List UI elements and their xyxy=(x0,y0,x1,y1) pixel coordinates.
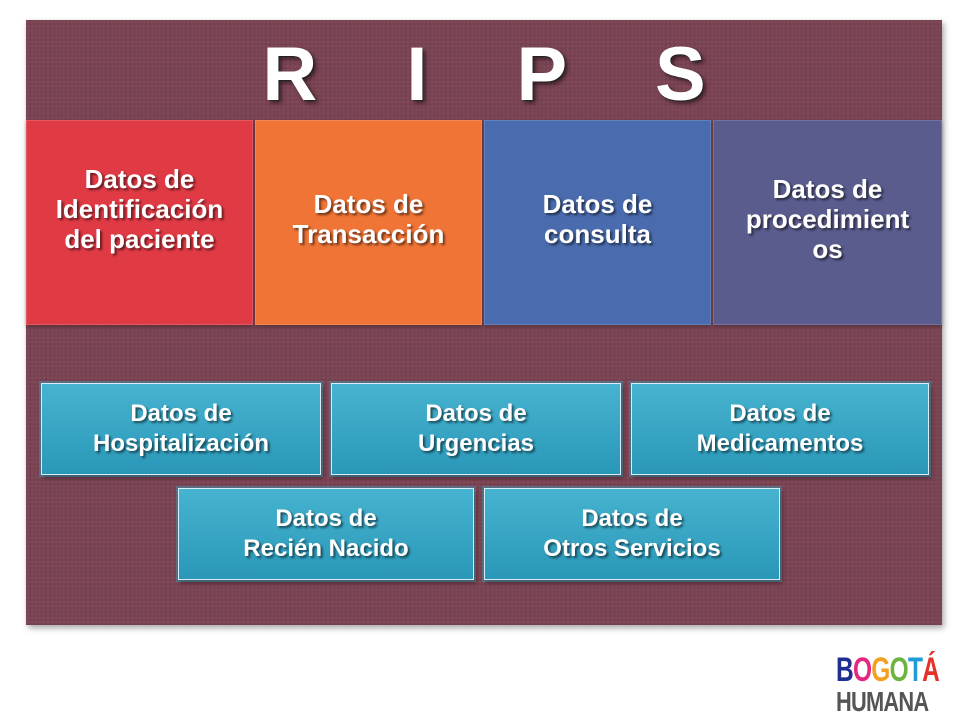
tile-procedimientos: Datos de procedimient os xyxy=(713,120,942,325)
diagram-title: R I P S xyxy=(262,32,740,117)
bogota-humana-logo: BOGOTÁ HUMANA xyxy=(836,652,954,718)
box-medicamentos: Datos de Medicamentos xyxy=(631,383,929,475)
box-hospitalizacion: Datos de Hospitalización xyxy=(41,383,321,475)
logo-letter: O xyxy=(852,651,872,689)
tile-label: Datos de consulta xyxy=(542,188,653,249)
box-label: Datos de Otros Servicios xyxy=(543,505,721,562)
box-label: Datos de Medicamentos xyxy=(696,400,864,457)
tile-label: Datos de Identificación del paciente xyxy=(55,163,224,254)
logo-letter: G xyxy=(871,651,890,689)
logo-line-2: HUMANA xyxy=(836,686,929,717)
tile-consulta: Datos de consulta xyxy=(484,120,711,325)
box-urgencias: Datos de Urgencias xyxy=(331,383,621,475)
box-label: Datos de Recién Nacido xyxy=(243,505,409,562)
logo-letter: T xyxy=(907,651,923,689)
logo-line-1: BOGOTÁ xyxy=(836,651,940,689)
box-label: Datos de Hospitalización xyxy=(92,400,270,457)
tile-transaccion: Datos de Transacción xyxy=(255,120,482,325)
logo-letter: O xyxy=(889,651,909,689)
tile-label: Datos de Transacción xyxy=(292,188,445,249)
box-otros-servicios: Datos de Otros Servicios xyxy=(484,488,780,580)
rips-board: R I P S Datos de Identificación del paci… xyxy=(26,20,942,625)
logo-letter: B xyxy=(836,651,854,689)
logo-letter: Á xyxy=(922,651,940,689)
tile-label: Datos de procedimient os xyxy=(745,173,910,264)
tile-identificacion-paciente: Datos de Identificación del paciente xyxy=(26,120,253,325)
box-recien-nacido: Datos de Recién Nacido xyxy=(178,488,474,580)
box-label: Datos de Urgencias xyxy=(417,400,535,457)
